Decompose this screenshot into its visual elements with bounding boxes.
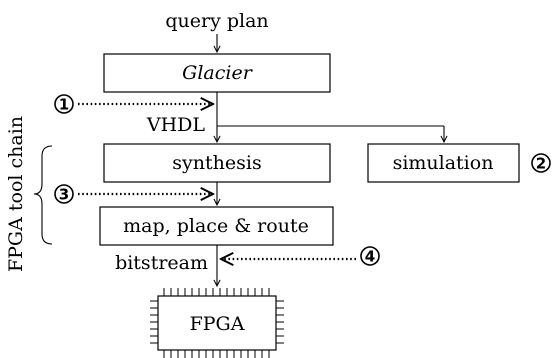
glacier-box: Glacier — [103, 53, 331, 93]
chip-pins — [150, 288, 284, 358]
marker-3: 3 — [54, 184, 74, 204]
vhdl-label: VHDL — [146, 114, 206, 136]
simulation-box: simulation — [367, 143, 520, 183]
map-place-route-label: map, place & route — [123, 215, 309, 237]
marker-2: 2 — [531, 153, 551, 173]
marker-4: 4 — [360, 246, 380, 266]
simulation-label: simulation — [393, 152, 494, 174]
map-place-route-box: map, place & route — [99, 206, 334, 246]
query-plan-label: query plan — [165, 10, 268, 32]
marker-1: 1 — [54, 94, 74, 114]
svg-text:3: 3 — [59, 186, 69, 204]
tool-chain-brace — [33, 145, 53, 245]
synthesis-box: synthesis — [103, 143, 331, 183]
tool-chain-label: FPGA tool chain — [5, 116, 27, 272]
glacier-label: Glacier — [182, 62, 254, 84]
svg-text:4: 4 — [365, 248, 375, 266]
bitstream-label: bitstream — [115, 252, 208, 274]
fpga-chip: FPGA — [150, 288, 284, 358]
synthesis-label: synthesis — [172, 152, 261, 174]
fpga-label: FPGA — [190, 313, 245, 335]
svg-text:1: 1 — [59, 96, 69, 114]
svg-text:2: 2 — [536, 155, 546, 173]
